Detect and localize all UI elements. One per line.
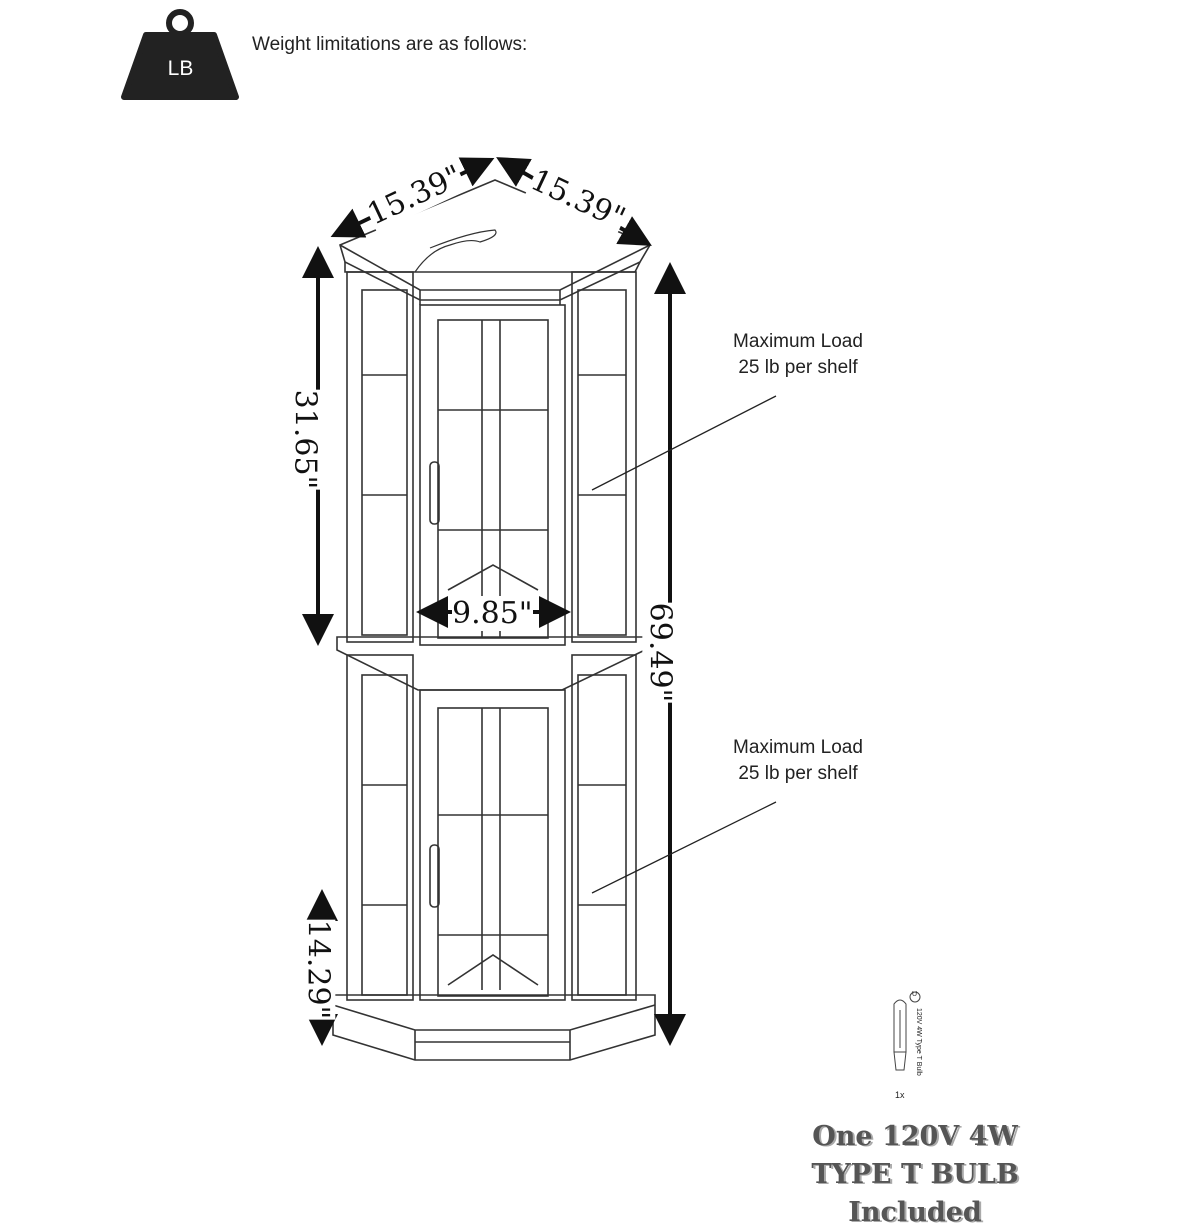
upper-left-panel <box>346 271 414 643</box>
dim-total-height: 69.49" <box>642 602 678 703</box>
upper-door <box>419 304 566 646</box>
upper-right-panel <box>571 271 637 643</box>
max-load-callout-lower: Maximum Load 25 lb per shelf <box>718 735 878 787</box>
callout-line2: 25 lb per shelf <box>738 357 858 378</box>
callout-line1: Maximum Load <box>733 331 863 352</box>
corner-cabinet-drawing <box>302 157 921 1071</box>
bulb-caption-line2: TYPE T BULB Included <box>811 1159 1019 1228</box>
cert-mark: U <box>912 991 918 998</box>
bulb-caption: One 120V 4W TYPE T BULB Included <box>740 1118 1090 1232</box>
cabinet-base <box>332 994 656 1061</box>
lower-left-panel <box>346 654 414 1001</box>
lower-door <box>419 689 566 1001</box>
dim-inner-width: 9.85" <box>452 596 533 631</box>
lower-right-panel <box>571 654 637 1001</box>
callout-line-upper <box>591 395 777 491</box>
callout-line-lower <box>591 801 777 894</box>
bulb-spec: 120V 4W Type T Bulb <box>915 1008 922 1076</box>
light-bulb-icon <box>893 991 921 1071</box>
bulb-caption-line1: One 120V 4W <box>812 1121 1018 1152</box>
weight-icon-label: LB <box>167 57 194 80</box>
callout-line1: Maximum Load <box>733 737 863 758</box>
dim-base-height: 14.29" <box>300 919 336 1020</box>
weight-title: Weight limitations are as follows: <box>252 34 528 55</box>
weight-icon: LB <box>118 5 243 100</box>
max-load-callout-upper: Maximum Load 25 lb per shelf <box>718 329 878 381</box>
dim-upper-height: 31.65" <box>287 389 323 490</box>
bulb-quantity: 1x <box>895 1090 905 1100</box>
callout-line2: 25 lb per shelf <box>738 763 858 784</box>
